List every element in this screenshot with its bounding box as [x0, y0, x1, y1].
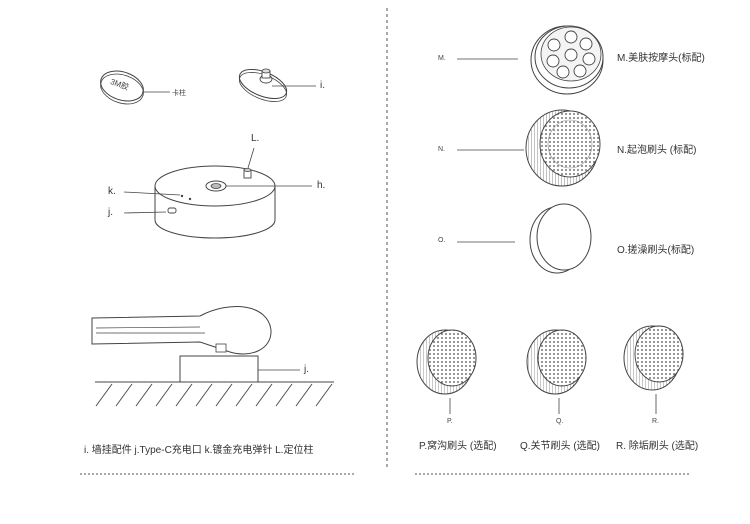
label-j: j.	[108, 207, 113, 218]
marker-M: M.	[438, 55, 446, 62]
marker-P: P.	[447, 418, 453, 425]
head-R-name: R. 除垢刷头 (选配)	[616, 441, 699, 452]
label-L: L.	[251, 133, 260, 144]
label-i: i.	[320, 80, 325, 91]
label-j2: j.	[304, 364, 309, 375]
label-k: k.	[108, 186, 116, 197]
marker-N: N.	[438, 146, 445, 153]
left-caption: i. 墙挂配件 j.Type-C充电口 k.镀金充电弹针 L.定位柱	[84, 445, 314, 456]
marker-Q: Q.	[556, 418, 564, 425]
head-M-name: M.美肤按摩头(标配)	[617, 53, 705, 64]
label-h: h.	[317, 180, 326, 191]
marker-R: R.	[652, 418, 659, 425]
tape-post-label: 卡柱	[172, 90, 186, 97]
marker-O: O.	[438, 237, 446, 244]
head-N-name: N.起泡刷头 (标配)	[617, 145, 697, 156]
head-Q-name: Q.关节刷头 (选配)	[520, 441, 600, 452]
head-P-name: P.窝沟刷头 (选配)	[419, 441, 497, 452]
head-O-name: O.搓澡刷头(标配)	[617, 245, 695, 256]
